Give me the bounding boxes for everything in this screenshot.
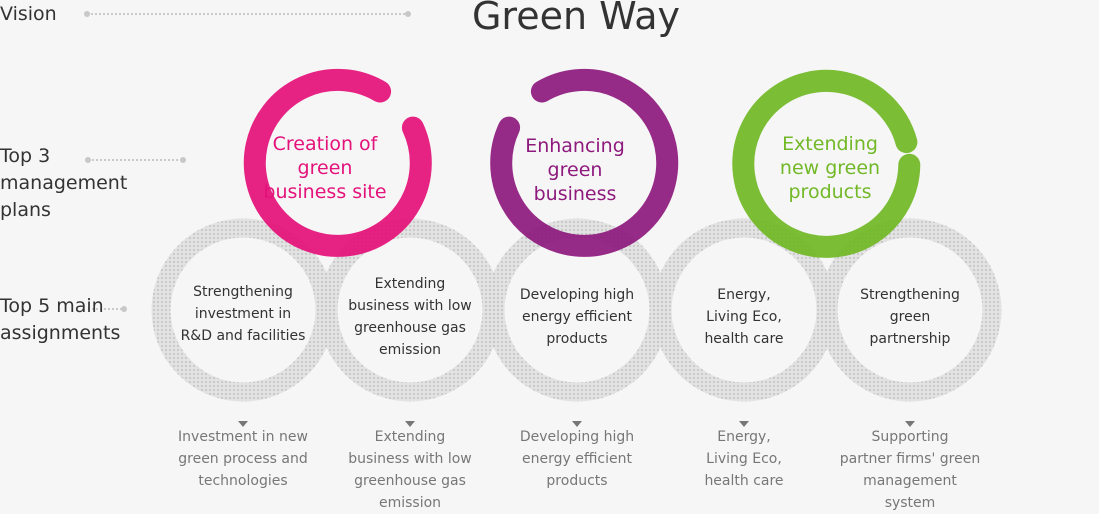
triangle-down-icon — [405, 421, 415, 427]
detail-label-5: Supporting partner firms' green manageme… — [839, 429, 981, 511]
assignment-ring-5 — [818, 218, 1002, 402]
assignment-label-1: Strengthening investment in R&D and faci… — [180, 284, 306, 344]
triangle-down-icon — [739, 421, 749, 427]
plan-label-1: Creation of green business site — [263, 133, 387, 203]
detail-label-4: Energy, Living Eco, health care — [704, 429, 784, 489]
detail-label-3: Developing high energy efficient product… — [519, 429, 635, 489]
assignment-label-5: Strengthening green partnership — [860, 287, 960, 347]
row-label-plans: Top 3 management plans — [0, 145, 128, 221]
triangle-down-icon — [572, 421, 582, 427]
vision-leader-dot — [84, 11, 90, 17]
detail-label-1: Investment in new green process and tech… — [178, 429, 308, 489]
plan-label-2: Enhancing green business — [525, 135, 625, 205]
plan-rings — [243, 68, 921, 258]
plan-ring-1 — [243, 68, 432, 257]
assignment-label-4: Energy, Living Eco, health care — [704, 287, 784, 347]
triangle-down-icon — [238, 421, 248, 427]
vision-leader-end — [405, 11, 411, 17]
assignment-label-3: Developing high energy efficient product… — [519, 287, 635, 347]
row-label-assignments: Top 5 main assignments — [0, 295, 121, 344]
plans-leader-dot — [85, 157, 91, 163]
detail-label-2: Extending business with low greenhouse g… — [348, 429, 472, 511]
arrow-markers — [238, 421, 915, 427]
plan-ring-2 — [490, 68, 679, 257]
row-label-vision: Vision — [0, 3, 57, 25]
assignment-label-2: Extending business with low greenhouse g… — [348, 276, 472, 358]
plans-leader-end — [180, 157, 186, 163]
plan-ring-3 — [732, 69, 921, 258]
plan-label-3: Extending new green products — [779, 133, 881, 203]
page-title: Green Way — [471, 0, 681, 38]
triangle-down-icon — [905, 421, 915, 427]
assignment-rings — [151, 218, 1002, 402]
assign-leader-end — [121, 306, 127, 312]
